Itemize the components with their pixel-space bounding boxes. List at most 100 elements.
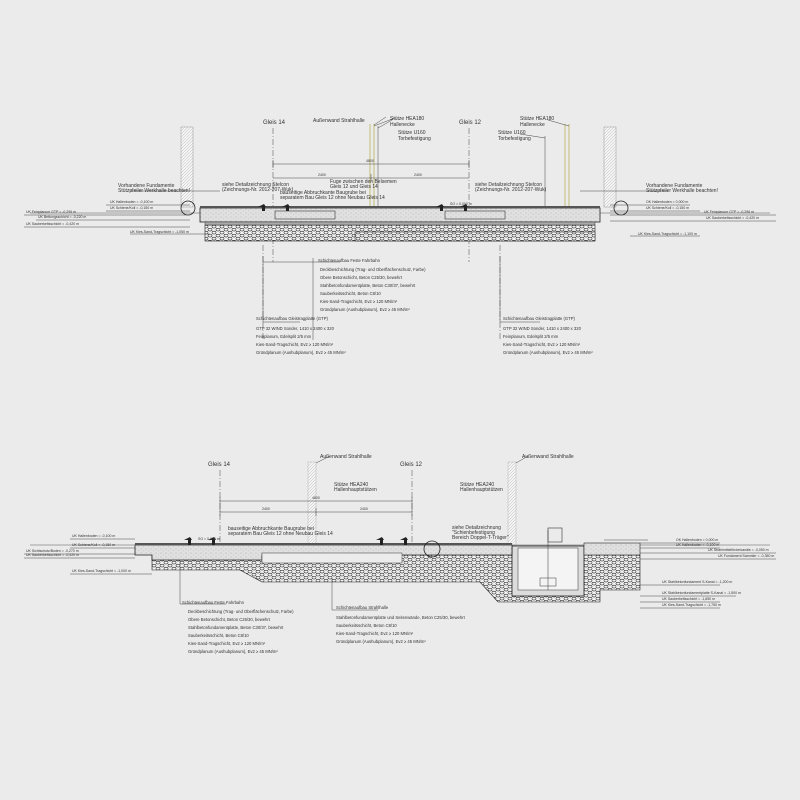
foundation-right-2: Stützpfeiler Werkhalle beachten! [646,188,718,194]
label-section_top-levels_right-3: UK Sauberkeitsschicht = -0,420 m [706,216,759,220]
label-section_top-layers_center-items-0: Deckbeschichtung (Trag- und Oberflächens… [320,267,426,272]
label-section_top-levels_right-1: UK Feinplanum GTP = -0,296 m [704,210,754,214]
dim-top-3: 2400 [414,173,422,177]
fuge-line1: Fuge zwischen den Belsemen [330,179,397,185]
label-section_bottom-layers_left-items-4: Kies-Sand-Tragschicht, Ev2 ≥ 120 MN/m² [188,641,266,646]
label-section_bottom-layers_left-title: Schichtenaufbau Feste Fahrbahn [182,600,245,605]
fuge-line2: Gleis 12 und Gleis 14 [330,184,378,190]
label-section_bottom-detail-2: Bereich Doppel-T-Träger" [452,535,509,541]
label-section_bottom-levels_left-0: UK Hallenboden = -0,100 m [72,534,115,538]
column-left-title: Stütze HEA180 [390,116,424,122]
label-section_bottom-levels_right-7: UK Kies-Sand-Tragschicht = -1,750 m [662,603,721,607]
levels-right-top: OK Hallenboden = 0,000 m UK Feinplanum G… [638,200,759,236]
label-section_top-layers_center-items-4: Kies-Sand-Tragschicht, Ev2 ≥ 120 MN/m² [320,299,398,304]
detail-right-2: (Zeichnungs-Nr. 2012-207-Wuk) [475,187,547,193]
label-section_bottom-levels_right-1: UK Hallenboden = -0,100 m [676,543,719,547]
label-section_bottom-layers_left-items-2: Stahlbetonfundamentplatte, Beton C30/37,… [188,625,284,630]
wall-label: Außenwand Strahlhalle [313,118,365,124]
levels-left-top: UK Feinplanum GTP = -0,296 m UK Bettungs… [26,200,189,234]
foundation-left-1: Vorhandene Fundamente [118,183,175,189]
label-section_bottom-layers_left-items-3: Sauberkeitsschicht, Beton C8/10 [188,633,249,638]
label-section_bottom-wall_right: Außenwand Strahlhalle [522,454,574,460]
label-section_bottom-column_left-title: Stütze HEA240 [334,482,368,488]
label-section_top-layers_center-items-2: Stahlbetonfundamentplatte, Beton C30/37,… [320,283,416,288]
label-section_top-levels_left-5: UK Schiene/Koll = -0,150 m [110,206,153,210]
label-section_bottom-dims-0: 4800 [312,496,320,500]
dimension-lines-top [130,160,668,192]
dim-top-2: 2400 [318,173,326,177]
abweichend-2: separatem Bau Gleis 12 ohne Neubau Gleis… [280,195,385,201]
label-section_bottom-abweichend-1: separatem Bau Gleis 12 ohne Neubau Gleis… [228,531,333,537]
label-section_top-layers_right-items-2: Kies-Sand-Tragschicht, Ev2 ≥ 120 MN/m² [503,342,581,347]
label-section_bottom-column_right-sub: Hallenhauptstützen [460,487,503,493]
label-section_top-layers_center-items-3: Sauberkeitsschicht, Beton C8/10 [320,291,381,296]
label-section_bottom-layers_left-items-0: Deckbeschichtung (Trag- und Oberflächens… [188,609,294,614]
label-section_bottom-dims-2: 2400 [360,507,368,511]
levels-left-bottom: UK Hallenboden = -0,100 m UK Schiene/Kol… [26,534,131,573]
wall-bottom-right [507,461,517,547]
label-section_top-levels_left-3: UK Kies-Sand-Tragschicht = -1,050 m [130,230,189,234]
label-section_bottom-layers_left-items-5: Gründplanum (Aushubplanum), Ev2 ≥ 45 MN/… [188,649,278,654]
label-section_bottom-column_right-title: Stütze HEA240 [460,482,494,488]
detail-left-1: siehe Detailzeichnung Stelcon [222,182,289,188]
label-section_top-layers_center-items-1: Obere Betonschicht, Beton C25/30, bewehr… [320,275,403,280]
dim-top-1: 4800 [366,159,374,163]
detail-left-2: (Zeichnungs-Nr. 2012-207-Wuk) [222,187,294,193]
label-section_top-levels_left-1: UK Bettungsschicht = -0,220 m [38,215,86,219]
label-section_top-layers_center-items-5: Gründplanum (Aushubplanum), Ev2 ≥ 45 MN/… [320,307,410,312]
label-section_top-layers_center-title: Schichtenaufbau Feste Fahrbahn [318,258,381,263]
label-section_bottom-layers_right-items-1: Sauberkeitsschicht, Beton C8/10 [336,623,397,628]
layers-center-top: Schichtenaufbau Feste Fahrbahn Deckbesch… [318,258,426,312]
label-section_bottom-layers_right-items-3: Gründplanum (Aushubplanum), Ev2 ≥ 45 MN/… [336,639,426,644]
labels-top: Gleis 14 Gleis 12 Außenwand Strahlhalle … [118,116,718,206]
column-right-title: Stütze HEA180 [520,116,554,122]
label-section_bottom-track_right: Gleis 12 [400,462,423,468]
column-left2-sub: Torbefestigung [398,136,431,142]
label-section_top-layers_right-items-3: Gründplanum (Aushubplanum), Ev2 ≥ 45 MN/… [503,350,593,355]
slab-top [199,207,601,223]
label-section_bottom-levels_left-1: UK Schiene/Koll = -0,150 m [72,543,115,547]
layers-left-top: Schichtenaufbau Gleistragplatte (GTP) GT… [256,316,346,355]
column-left2-title: Stütze U160 [398,130,426,136]
section-bottom: Gleis 14 Gleis 12 Außenwand Strahlhalle … [24,454,776,654]
spot-level-top: SO = 0,000 m [450,202,472,206]
label-section_bottom-track_left: Gleis 14 [208,462,231,468]
label-section_top-layers_right-items-0: GTP 32 WIND Sonder, 1410 x 2400 x 320 [503,326,582,331]
label-section_bottom-layers_right-items-0: Stahlbetonfundamentplatte und Seitenwänd… [336,615,466,620]
label-section_top-levels_right-4: UK Kies-Sand-Tragschicht = -1,100 m [638,232,697,236]
column-left-sub: Hallenecke [390,122,415,128]
track-label-right: Gleis 12 [459,120,482,126]
label-section_bottom-levels_right-2: UK Strahlmittelförderkanäle = -0,050 m [708,548,769,552]
wall-right-top [603,126,617,208]
label-section_top-levels_left-0: UK Feinplanum GTP = -0,296 m [26,210,76,214]
label-section_bottom-levels_right-4: UK Stahlbetonfundament S-Kanal = -1,200 … [662,580,732,584]
gravel-deep-top [354,231,596,242]
label-section_bottom-layers_right-title: Schichtenaufbau Strahlhalle [336,605,389,610]
levels-right-bottom: OK Hallenboden = 0,000 m UK Hallenboden … [662,538,774,607]
layers-right-top: Schichtenaufbau Gleistragplatte (GTP) GT… [503,316,593,355]
label-section_bottom-levels_right-5: UK Stahlbetonfundamentplatte S-Kanal = -… [662,591,741,595]
label-section_top-layers_right-title: Schichtenaufbau Gleistragplatte (GTP) [503,316,576,321]
foundation-left-2: Stützpfeiler Werkhalle beachten! [118,188,190,194]
track-label-left: Gleis 14 [263,120,286,126]
label-section_bottom-levels_right-0: OK Hallenboden = 0,000 m [676,538,718,542]
layers-right-bottom: Schichtenaufbau Strahlhalle Stahlbetonfu… [336,605,466,644]
label-section_bottom-dims-1: 2400 [262,507,270,511]
layers-left-bottom: Schichtenaufbau Feste Fahrbahn Deckbesch… [182,600,294,654]
label-section_bottom-spot_level: SO = 0,000 m [198,537,220,541]
label-section_bottom-levels_left-3: UK Sauberkeitsschicht = -0,420 m [26,553,79,557]
label-section_bottom-detail-0: siehe Detailzeichnung [452,525,501,531]
label-section_top-layers_left-items-1: Feinplanum, Edelsplit 2/5 mm [256,334,312,339]
label-section_top-layers_left-title: Schichtenaufbau Gleistragplatte (GTP) [256,316,329,321]
abweichend-1: bauseitige Abbruchkante Baugrube bei [280,190,366,196]
label-section_top-levels_left-2: UK Sauberkeitsschicht = -0,420 m [26,222,79,226]
label-section_bottom-levels_right-6: UK Sauberkeitsschicht = -1,650 m [662,597,715,601]
labels-bottom: Gleis 14 Gleis 12 Außenwand Strahlhalle … [198,454,574,541]
column-right-sub: Hallenecke [520,122,545,128]
label-section_top-levels_right-0: OK Hallenboden = 0,000 m [646,200,688,204]
label-section_top-levels_left-4: UK Hallenboden = -0,100 m [110,200,153,204]
wall-left-top [180,126,194,208]
label-section_top-levels_right-2: UK Schiene/Koll = -0,150 m [646,206,689,210]
label-section_bottom-levels_right-3: UK Fundament Sammler = -0,350 m [718,554,774,558]
